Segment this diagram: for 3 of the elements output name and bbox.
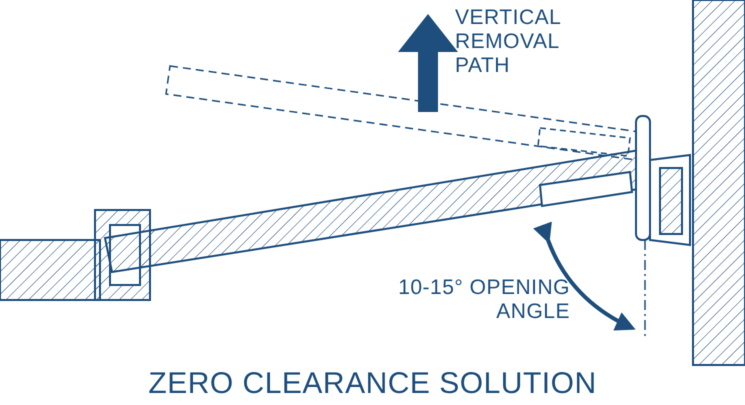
- angle-label: 10-15° OPENING ANGLE: [397, 276, 570, 324]
- caption: ZERO CLEARANCE SOLUTION: [147, 366, 598, 402]
- direction-label: VERTICAL REMOVAL PATH: [455, 6, 562, 78]
